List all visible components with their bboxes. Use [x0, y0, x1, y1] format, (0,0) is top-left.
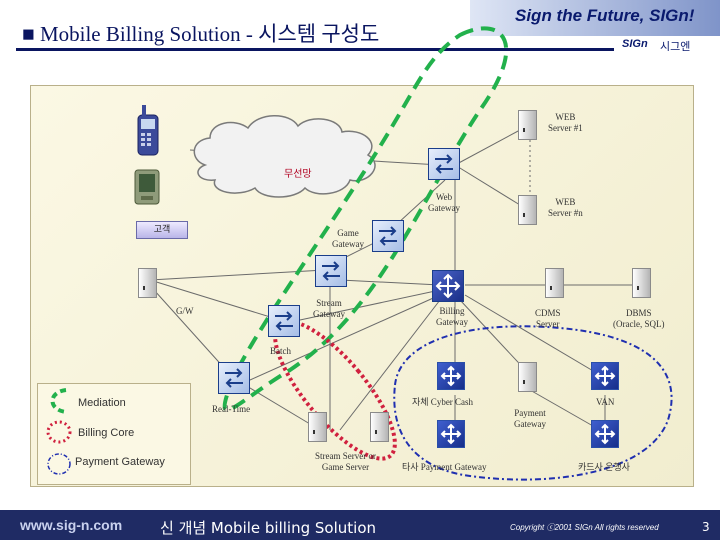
cyber-cash-icon — [437, 362, 465, 390]
legend-mediation-label: Mediation — [78, 397, 126, 409]
stream-gateway-label: Stream Gateway — [313, 298, 345, 319]
line-streamgw-billing — [339, 279, 441, 286]
legend-box — [37, 383, 191, 485]
wireless-network-label: 무선망 — [284, 169, 312, 180]
legend-payment-symbol — [47, 453, 71, 475]
real-time-label: Real-Time — [212, 404, 251, 414]
legend-mediation-symbol — [50, 388, 67, 414]
title-bullet: ■ — [22, 22, 35, 46]
header-band — [470, 0, 720, 36]
dbms-label: DBMS (Oracle, SQL) — [613, 308, 665, 329]
web-server-n-label: WEB Server #n — [548, 197, 583, 218]
web-server-n-icon — [518, 195, 537, 225]
stream-gateway-switch-icon — [315, 255, 347, 287]
line-webgw-web1 — [454, 129, 521, 166]
game-gateway-switch-icon — [372, 220, 404, 252]
pda-icon — [134, 169, 160, 205]
page-title: ■ Mobile Billing Solution - 시스템 구성도 — [22, 18, 379, 48]
gw-label: G/W — [176, 306, 194, 316]
web-server-1-label: WEB Server #1 — [548, 112, 583, 133]
web-gateway-label: Web Gateway — [428, 192, 460, 213]
line-gw-streamgw — [149, 269, 326, 281]
line-webgw-webn — [454, 164, 521, 206]
mobile-phone-icon — [137, 105, 159, 156]
real-time-switch-icon — [218, 362, 250, 394]
card-company-icon — [591, 420, 619, 448]
line-realtime-billing — [249, 294, 441, 381]
legend-billing-core-label: Billing Core — [78, 427, 135, 439]
billing-gateway-label: Billing Gateway — [436, 306, 468, 327]
cdms-server-icon — [545, 268, 564, 298]
line-billing-van — [464, 294, 601, 376]
cyber-cash-label: 자체 Cyber Cash — [412, 397, 474, 407]
payment-gateway-label: Payment Gateway — [514, 408, 546, 429]
line-server-billing — [339, 299, 441, 431]
footer-url: www.sig-n.com — [20, 517, 123, 533]
line-paygw-card — [529, 389, 601, 431]
gw-server-icon — [138, 268, 157, 298]
line-gw-batch — [149, 279, 281, 321]
web-server-1-icon — [518, 110, 537, 140]
payment-gateway-loop — [393, 325, 673, 481]
card-company-label: 카드사 은행사 — [578, 462, 630, 472]
batch-label: Batch — [270, 346, 291, 356]
stream-server-icon-2 — [370, 412, 389, 442]
billing-gateway-switch-icon — [432, 270, 464, 302]
footer-copyright: Copyright ⓒ2001 SIGn All rights reserved — [510, 523, 659, 532]
title-text: Mobile Billing Solution - 시스템 구성도 — [39, 22, 380, 46]
company-logo-korean: 시그엔 — [660, 40, 691, 53]
legend-billing-symbol — [46, 420, 72, 444]
line-batch-billing — [299, 289, 441, 321]
page-number: 3 — [702, 520, 710, 534]
dbms-server-icon — [632, 268, 651, 298]
payment-gateway-server-icon — [518, 362, 537, 392]
van-label: VAN — [596, 397, 615, 407]
legend-payment-gateway-label: Payment Gateway — [75, 456, 165, 468]
legend-symbols — [46, 388, 72, 475]
mediation-loop — [222, 26, 509, 412]
footer-caption: 신 개념 Mobile billing Solution — [160, 519, 377, 537]
customer-box: 고객 — [136, 221, 188, 239]
other-payment-gateway-label: 타사 Payment Gateway — [402, 462, 487, 472]
game-gateway-label: Game Gateway — [332, 228, 364, 249]
stream-server-icon-1 — [308, 412, 327, 442]
slogan: Sign the Future, SIGn! — [515, 6, 695, 25]
other-payment-gateway-icon — [437, 420, 465, 448]
stream-game-server-label: Stream Server or Game Server — [315, 451, 376, 472]
title-underline — [16, 48, 614, 51]
cdms-server-label: CDMS Server — [535, 308, 561, 329]
footer-bar — [0, 510, 720, 540]
batch-switch-icon — [268, 305, 300, 337]
van-icon — [591, 362, 619, 390]
company-logo: SIGn — [622, 38, 648, 50]
web-gateway-switch-icon — [428, 148, 460, 180]
wireless-cloud — [193, 115, 376, 198]
